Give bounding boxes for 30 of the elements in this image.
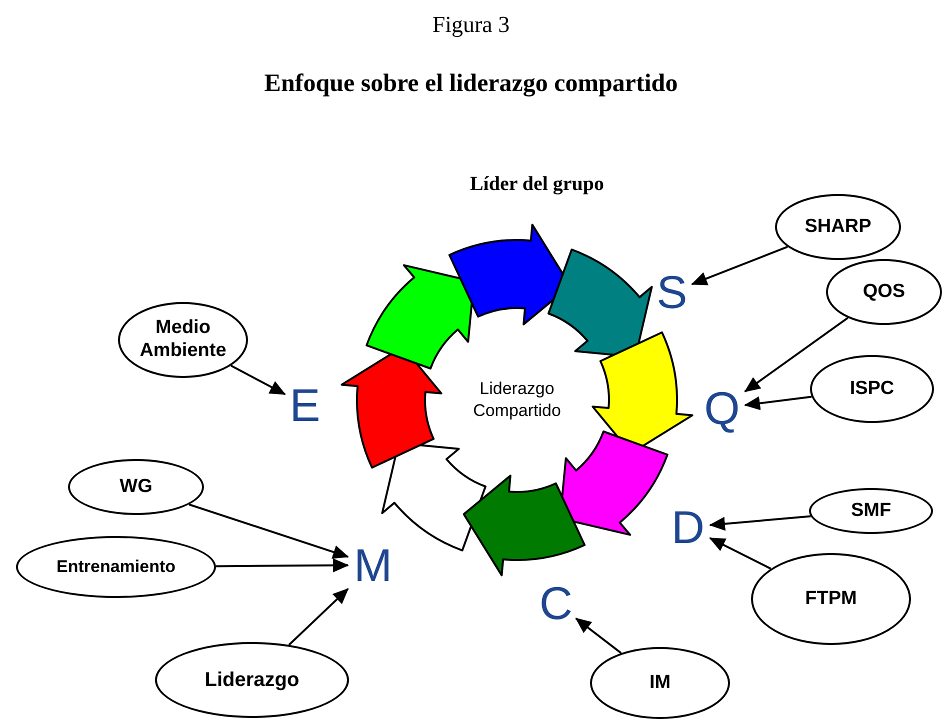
leader-caption: Líder del grupo <box>468 172 606 197</box>
ellipse-node: Medio Ambiente <box>118 302 248 378</box>
ellipse-node: QOS <box>826 259 942 325</box>
arrow <box>188 504 349 559</box>
arrow <box>744 396 812 410</box>
ellipse-node: WG <box>68 459 204 515</box>
ellipse-node: IM <box>590 647 730 719</box>
category-letter: D <box>666 502 710 552</box>
ellipse-node: SMF <box>809 488 933 534</box>
arrow <box>709 537 772 570</box>
arrow <box>230 364 286 396</box>
category-letter: S <box>652 267 692 317</box>
center-caption: Liderazgo Compartido <box>472 378 562 422</box>
category-letter: M <box>348 540 398 590</box>
diagram-title: Enfoque sobre el liderazgo compartido <box>263 70 679 98</box>
category-letter: C <box>536 578 576 628</box>
category-letter: Q <box>699 383 745 433</box>
arrow <box>575 618 622 654</box>
ellipse-node: Liderazgo <box>155 642 349 718</box>
ellipse-node: Entrenamiento <box>16 536 216 598</box>
category-letter: E <box>285 380 325 430</box>
arrow <box>744 316 848 392</box>
figure-number: Figura 3 <box>431 12 511 38</box>
arrow <box>216 558 349 572</box>
arrow <box>691 246 788 286</box>
ellipse-node: ISPC <box>810 355 934 423</box>
ellipse-node: SHARP <box>775 194 901 260</box>
ellipse-node: FTPM <box>751 553 911 645</box>
arrow <box>709 515 811 531</box>
arrow <box>288 588 349 646</box>
